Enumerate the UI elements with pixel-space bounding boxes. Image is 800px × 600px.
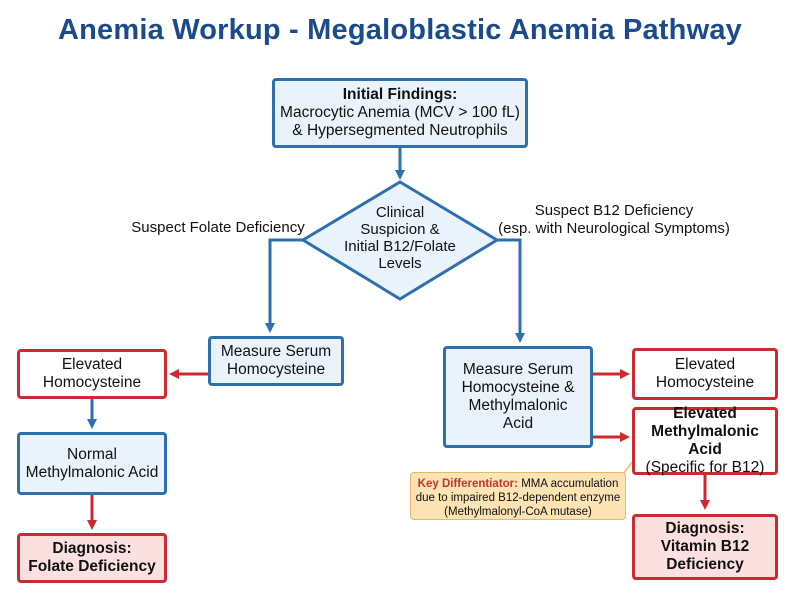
b12-diagnosis-line3: Deficiency	[666, 556, 744, 573]
decision-line4: Levels	[378, 255, 422, 272]
left-elevated-homocysteine-line2: Homocysteine	[42, 374, 142, 391]
branch-label-b12: Suspect B12 Deficiency (esp. with Neurol…	[490, 202, 738, 238]
elevated-mma-line1: Elevated	[673, 405, 737, 422]
initial-findings-heading: Initial Findings:	[342, 86, 458, 103]
folate-diagnosis-line2: Folate Deficiency	[28, 558, 156, 575]
normal-mma-box: Normal Methylmalonic Acid	[17, 432, 167, 495]
right-elevated-homocysteine-line2: Homocysteine	[655, 374, 755, 391]
arrow-decision-to-measure-hcy	[265, 238, 303, 333]
note-text-1: MMA accumulation	[521, 478, 619, 490]
measure-homocysteine-mma-box: Measure Serum Homocysteine & Methylmalon…	[443, 346, 593, 448]
measure-homocysteine-line2: Homocysteine	[226, 361, 326, 378]
normal-mma-line2: Methylmalonic Acid	[25, 463, 159, 481]
left-elevated-homocysteine-box: Elevated Homocysteine	[17, 349, 167, 399]
initial-findings-box: Initial Findings: Macrocytic Anemia (MCV…	[272, 78, 528, 148]
page-title: Anemia Workup - Megaloblastic Anemia Pat…	[57, 14, 742, 46]
branch-label-folate: Suspect Folate Deficiency	[131, 219, 305, 236]
note-label: Key Differentiator:	[417, 478, 518, 490]
elevated-mma-box: Elevated Methylmalonic Acid (Specific fo…	[632, 405, 778, 476]
decision-line3: Initial B12/Folate	[344, 238, 456, 255]
arrow-decision-to-measure-both	[497, 238, 525, 343]
branch-label-b12-line2: (esp. with Neurological Symptoms)	[498, 220, 730, 237]
decision-line1: Clinical	[375, 204, 425, 221]
left-elevated-homocysteine-line1: Elevated	[61, 356, 123, 373]
key-differentiator-note: Key Differentiator: MMA accumulation due…	[410, 472, 626, 520]
measure-both-line2: Homocysteine &	[461, 379, 575, 396]
folate-diagnosis-box: Diagnosis: Folate Deficiency	[17, 533, 167, 583]
measure-homocysteine-box: Measure Serum Homocysteine	[208, 336, 344, 386]
note-line1: Key Differentiator: MMA accumulation	[411, 477, 625, 491]
elevated-mma-line3: (Specific for B12)	[645, 459, 765, 476]
right-elevated-homocysteine-box: Elevated Homocysteine	[632, 348, 778, 400]
decision-text: Clinical Suspicion & Initial B12/Folate …	[333, 204, 467, 272]
b12-diagnosis-line2: Vitamin B12	[660, 538, 750, 555]
b12-diagnosis-box: Diagnosis: Vitamin B12 Deficiency	[632, 514, 778, 580]
decision-line2: Suspicion &	[360, 221, 440, 238]
measure-homocysteine-line1: Measure Serum	[220, 343, 332, 360]
measure-both-line3: Methylmalonic	[468, 397, 568, 414]
note-line3: (Methylmalonyl-CoA mutase)	[444, 506, 592, 518]
folate-diagnosis-line1: Diagnosis:	[52, 540, 132, 557]
normal-mma-line1: Normal	[67, 445, 117, 463]
b12-diagnosis-line1: Diagnosis:	[665, 520, 745, 537]
initial-findings-line2: & Hypersegmented Neutrophils	[292, 122, 508, 139]
decision-diamond	[300, 180, 500, 301]
branch-label-b12-line1: Suspect B12 Deficiency	[534, 202, 694, 219]
measure-both-line1: Measure Serum	[462, 361, 574, 378]
note-line2: due to impaired B12-dependent enzyme	[415, 492, 621, 504]
measure-both-line4: Acid	[502, 415, 534, 432]
right-elevated-homocysteine-line1: Elevated	[674, 356, 736, 373]
elevated-mma-line2: Methylmalonic Acid	[651, 423, 759, 458]
initial-findings-line1: Macrocytic Anemia (MCV > 100 fL)	[280, 104, 520, 121]
